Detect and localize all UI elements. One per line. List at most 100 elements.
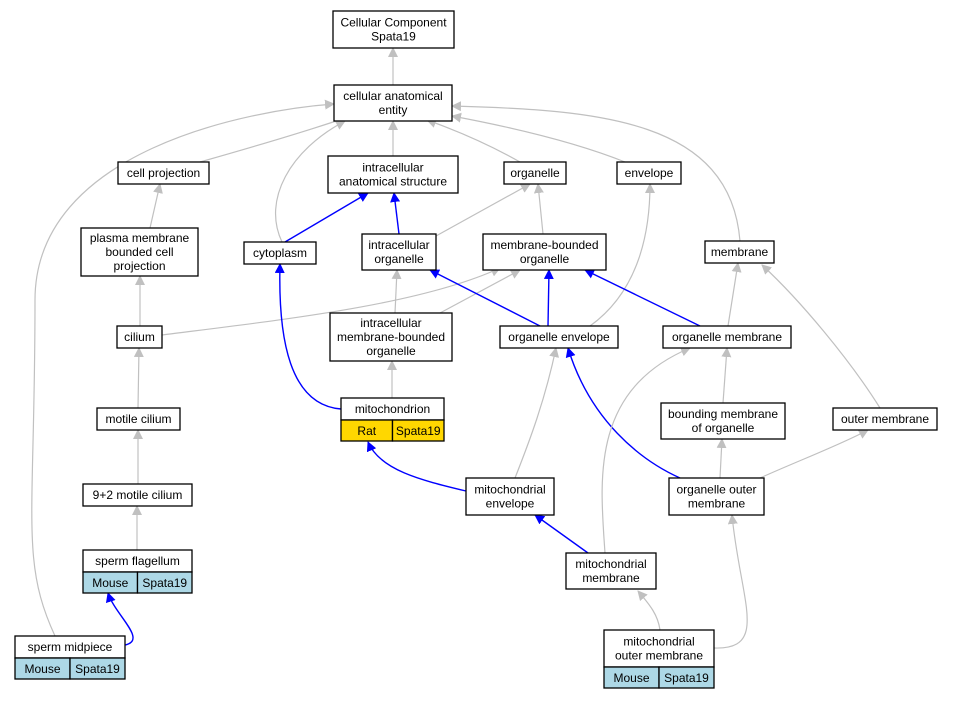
- node-box: [82, 483, 193, 507]
- node-cytoplasm[interactable]: cytoplasm: [243, 241, 317, 265]
- node-box: [80, 227, 199, 277]
- node-label-line: cytoplasm: [253, 246, 307, 260]
- node-box: [704, 240, 775, 264]
- edge-menv-to-mito: [366, 441, 467, 492]
- edge-oom-to-oenv: [565, 347, 681, 479]
- node-cilium[interactable]: cilium: [116, 325, 163, 349]
- node-label-line: sperm flagellum: [95, 554, 180, 568]
- node-box: [333, 84, 453, 122]
- species-badge-label: Mouse: [613, 671, 649, 685]
- edge-bmo-to-omem: [721, 347, 732, 404]
- node-ninetwo[interactable]: 9+2 motile cilium: [82, 483, 193, 507]
- node-label-line: cell projection: [127, 166, 200, 180]
- node-label-line: membrane-bounded: [490, 238, 598, 252]
- edge-oom-to-bmo: [716, 438, 727, 479]
- edge-membrane-to-cae: [451, 101, 741, 242]
- node-box: [465, 477, 555, 516]
- node-label-line: membrane: [711, 245, 769, 259]
- node-label-line: cilium: [124, 330, 155, 344]
- node-box: [361, 233, 437, 271]
- node-label-line: membrane: [582, 571, 640, 585]
- edge-cellproj-to-cae: [199, 116, 346, 163]
- edge-io-to-organelle: [435, 183, 531, 237]
- node-label-line: mitochondrion: [355, 402, 430, 416]
- node-box: [565, 552, 657, 590]
- species-badge-cell: [69, 657, 126, 680]
- edge-moutmem-to-mmem: [637, 590, 661, 631]
- node-motcil[interactable]: motile cilium: [96, 407, 181, 431]
- species-badge-cell: [391, 419, 445, 442]
- node-omem[interactable]: organelle membrane: [662, 325, 792, 349]
- node-label-line: mitochondrial: [575, 557, 646, 571]
- species-badge-cell: [658, 666, 715, 689]
- node-label-line: mitochondrial: [623, 635, 694, 649]
- node-oenv[interactable]: organelle envelope: [499, 325, 619, 349]
- edge-oom-to-outmem: [759, 429, 869, 479]
- edge-menv-to-oenv: [514, 347, 560, 479]
- node-box: [327, 155, 459, 194]
- node-label-line: entity: [379, 103, 408, 117]
- node-label-line: intracellular: [368, 238, 429, 252]
- node-box: [660, 402, 786, 440]
- node-box: [662, 325, 792, 349]
- edge-mito-to-cytoplasm: [274, 263, 342, 410]
- node-label-line: sperm midpiece: [28, 640, 113, 654]
- node-label-line: organelle: [520, 252, 570, 266]
- edge-io-to-ias: [390, 192, 401, 235]
- edge-layer: [31, 47, 881, 649]
- node-membrane[interactable]: membrane: [704, 240, 775, 264]
- node-outmem[interactable]: outer membrane: [832, 407, 938, 431]
- edge-cytoplasm-to-cae: [274, 120, 346, 243]
- node-cellproj[interactable]: cell projection: [117, 161, 210, 185]
- edge-organelle-to-cae: [426, 118, 521, 163]
- node-label-line: membrane-bounded: [337, 330, 445, 344]
- node-envelope[interactable]: envelope: [616, 161, 682, 185]
- edge-oenv-to-envelope: [589, 183, 655, 327]
- gene-badge-label: Spata19: [664, 671, 709, 685]
- edge-imbo-to-io: [391, 269, 402, 314]
- node-label-line: outer membrane: [615, 649, 703, 663]
- node-box: [332, 10, 455, 49]
- node-label-line: outer membrane: [841, 412, 929, 426]
- edge-pmbcp-to-cellproj: [149, 183, 163, 229]
- node-label-line: organelle membrane: [672, 330, 782, 344]
- node-label-line: anatomical structure: [339, 175, 447, 189]
- edge-envelope-to-cae: [451, 112, 626, 163]
- node-box: [499, 325, 619, 349]
- edge-mmem-to-menv: [534, 514, 589, 554]
- gene-badge-label: Spata19: [75, 662, 120, 676]
- edge-omem-to-mbo: [584, 269, 701, 327]
- edge-mmem-to-omem: [601, 346, 691, 554]
- node-box: [117, 161, 210, 185]
- node-label-line: plasma membrane: [90, 231, 190, 245]
- node-label-line: organelle: [510, 166, 560, 180]
- node-organelle[interactable]: organelle: [503, 161, 567, 185]
- gene-badge-label: Spata19: [142, 576, 187, 590]
- edge-cytoplasm-to-ias: [284, 192, 369, 243]
- edge-oenv-to-mbo: [543, 269, 554, 327]
- node-box: [503, 161, 567, 185]
- species-badge-label: Rat: [357, 424, 376, 438]
- node-label-line: motile cilium: [105, 412, 171, 426]
- node-box: [603, 629, 715, 668]
- node-label-line: bounded cell: [105, 245, 173, 259]
- node-label-line: cellular anatomical: [343, 89, 442, 103]
- node-label-line: organelle envelope: [508, 330, 610, 344]
- species-badge-label: Mouse: [24, 662, 60, 676]
